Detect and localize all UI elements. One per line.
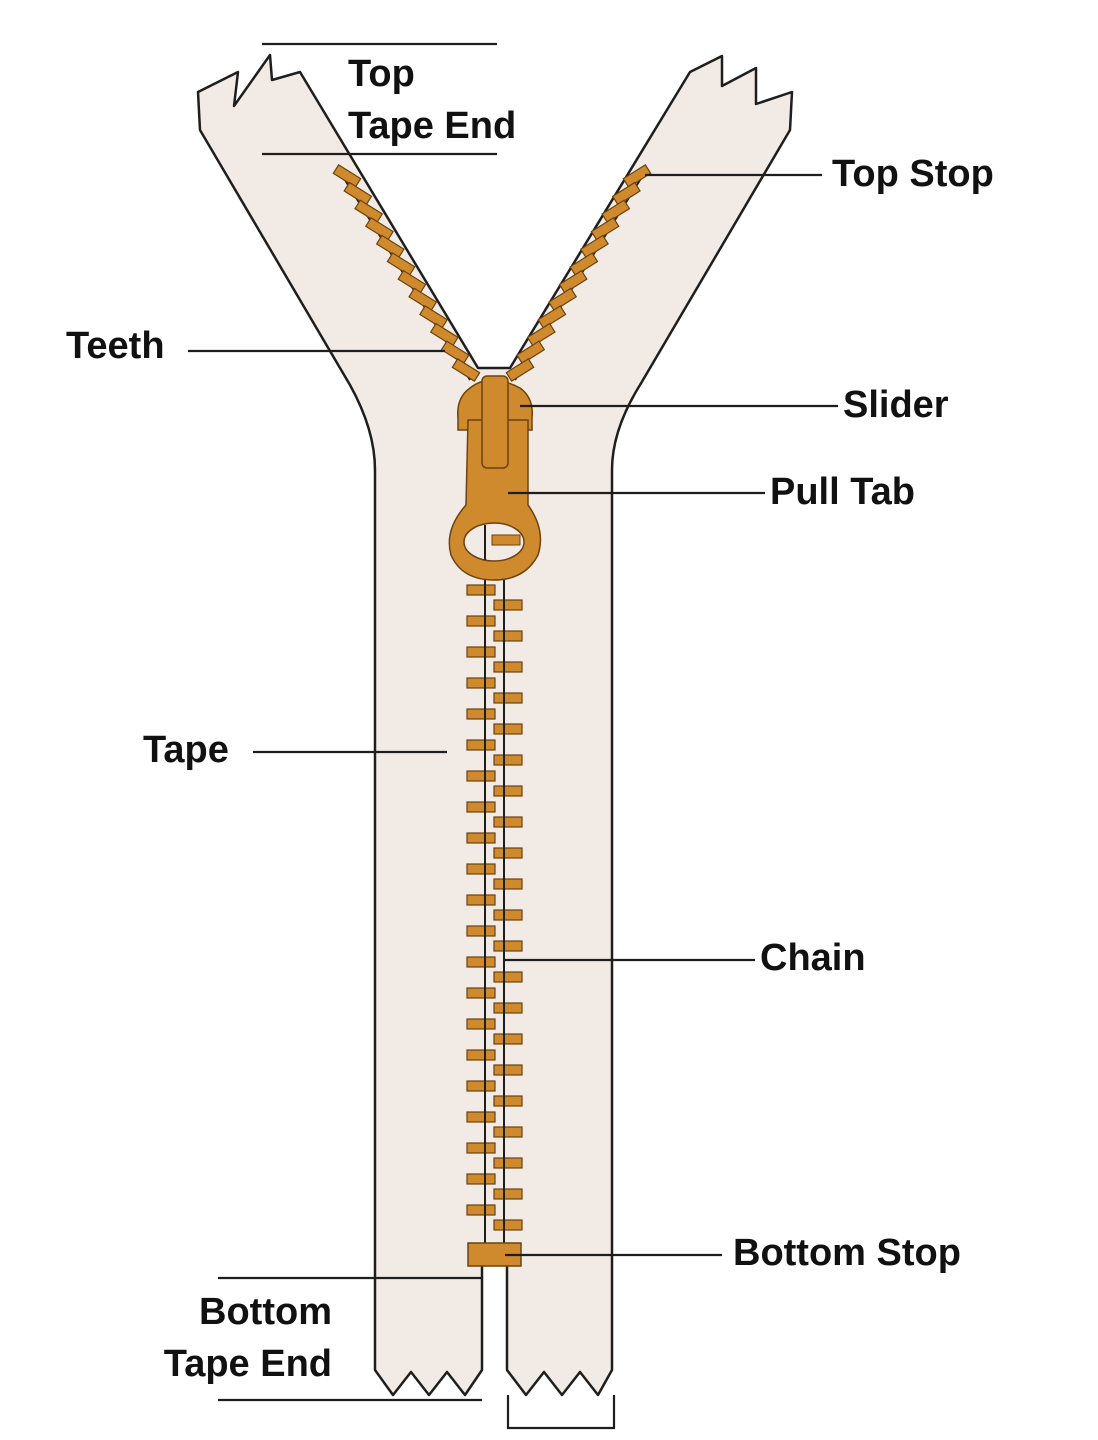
tooth-left-5 — [386, 252, 416, 277]
chain-tooth-left — [466, 1111, 496, 1123]
tooth-left-11 — [451, 358, 481, 382]
chain-tooth-right — [493, 1188, 523, 1200]
tooth-right-6 — [558, 269, 588, 294]
chain-tooth-right — [493, 692, 523, 704]
tooth-right-0 — [622, 164, 652, 188]
chain-tooth-left — [466, 894, 496, 906]
tooth-left-3 — [364, 216, 394, 241]
tooth-left-8 — [419, 305, 449, 330]
chain-tooth-left — [466, 987, 496, 999]
tooth-right-10 — [516, 340, 546, 365]
chain-tooth-right — [493, 940, 523, 952]
chain-tooth-left — [466, 615, 496, 627]
chain-tooth-right — [493, 630, 523, 642]
label-pull-tab: Pull Tab — [770, 471, 915, 513]
chain-tooth-left — [466, 1173, 496, 1185]
tooth-right-8 — [537, 305, 567, 330]
tooth-right-9 — [526, 322, 556, 347]
chain-tooth-left — [466, 708, 496, 720]
tooth-left-2 — [354, 199, 384, 224]
chain-tooth-right — [493, 1157, 523, 1169]
label-top-tape-end-line1: Top — [348, 53, 415, 95]
label-chain: Chain — [760, 937, 866, 979]
chain-tooth-left — [466, 863, 496, 875]
tooth-left-6 — [397, 269, 427, 294]
chain-tooth-right — [493, 754, 523, 766]
chain-tooth-right — [493, 1219, 523, 1231]
chain-tooth-right — [493, 1126, 523, 1138]
tooth-in-hole — [491, 534, 521, 546]
slider — [448, 375, 542, 581]
chain-tooth-right — [493, 661, 523, 673]
tooth-right-3 — [590, 216, 620, 241]
chain-tooth-right — [493, 723, 523, 735]
chain-tooth-right — [493, 1095, 523, 1107]
chain-tooth-right — [493, 599, 523, 611]
chain-tooth-left — [466, 956, 496, 968]
label-bottom-tape-end-line1: Bottom — [199, 1291, 332, 1333]
chain-tooth-left — [466, 584, 496, 596]
label-slider: Slider — [843, 384, 949, 426]
label-top-tape-end: Top Tape End — [348, 48, 516, 152]
chain-tooth-left — [466, 1204, 496, 1216]
tooth-right-1 — [611, 181, 641, 206]
tooth-left-10 — [440, 340, 470, 365]
tooth-left-9 — [429, 322, 459, 347]
chain-tooth-left — [466, 1142, 496, 1154]
label-top-tape-end-line2: Tape End — [348, 105, 517, 147]
tooth-left-0 — [332, 164, 362, 188]
chain-tooth-right — [493, 785, 523, 797]
chain-tooth-left — [466, 801, 496, 813]
chain-tooth-left — [466, 770, 496, 782]
chain-tooth-left — [466, 832, 496, 844]
tooth-left-4 — [375, 234, 405, 259]
tooth-right-5 — [569, 252, 599, 277]
tooth-right-11 — [505, 358, 535, 382]
chain-tooth-left — [466, 1018, 496, 1030]
label-bottom-tape-end-line2: Tape End — [163, 1343, 332, 1385]
tooth-left-1 — [343, 181, 373, 206]
chain-tooth-right — [493, 971, 523, 983]
label-bottom-stop: Bottom Stop — [733, 1232, 961, 1274]
chain-tooth-right — [493, 816, 523, 828]
chain-tooth-left — [466, 1080, 496, 1092]
chain-tooth-right — [493, 909, 523, 921]
chain-tooth-left — [466, 646, 496, 658]
chain-tooth-left — [466, 1049, 496, 1061]
chain-tooth-left — [466, 925, 496, 937]
bottom-bracket — [506, 1395, 616, 1430]
chain-tooth-right — [493, 1002, 523, 1014]
chain-tooth-left — [466, 739, 496, 751]
chain-tooth-right — [493, 1033, 523, 1045]
label-top-stop: Top Stop — [832, 153, 994, 195]
leader-lines — [188, 42, 838, 1430]
chain-tooth-right — [493, 847, 523, 859]
teeth-group — [332, 164, 652, 1231]
chain-tooth-right — [493, 878, 523, 890]
tooth-left-7 — [408, 287, 438, 312]
tooth-right-2 — [601, 199, 631, 224]
slider-bridge — [481, 375, 509, 469]
tooth-right-4 — [579, 234, 609, 259]
label-bottom-tape-end: Bottom Tape End — [136, 1286, 332, 1390]
chain-tooth-left — [466, 677, 496, 689]
tooth-right-7 — [548, 287, 578, 312]
label-tape: Tape — [143, 729, 229, 771]
chain-tooth-right — [493, 1064, 523, 1076]
label-teeth: Teeth — [66, 325, 165, 367]
